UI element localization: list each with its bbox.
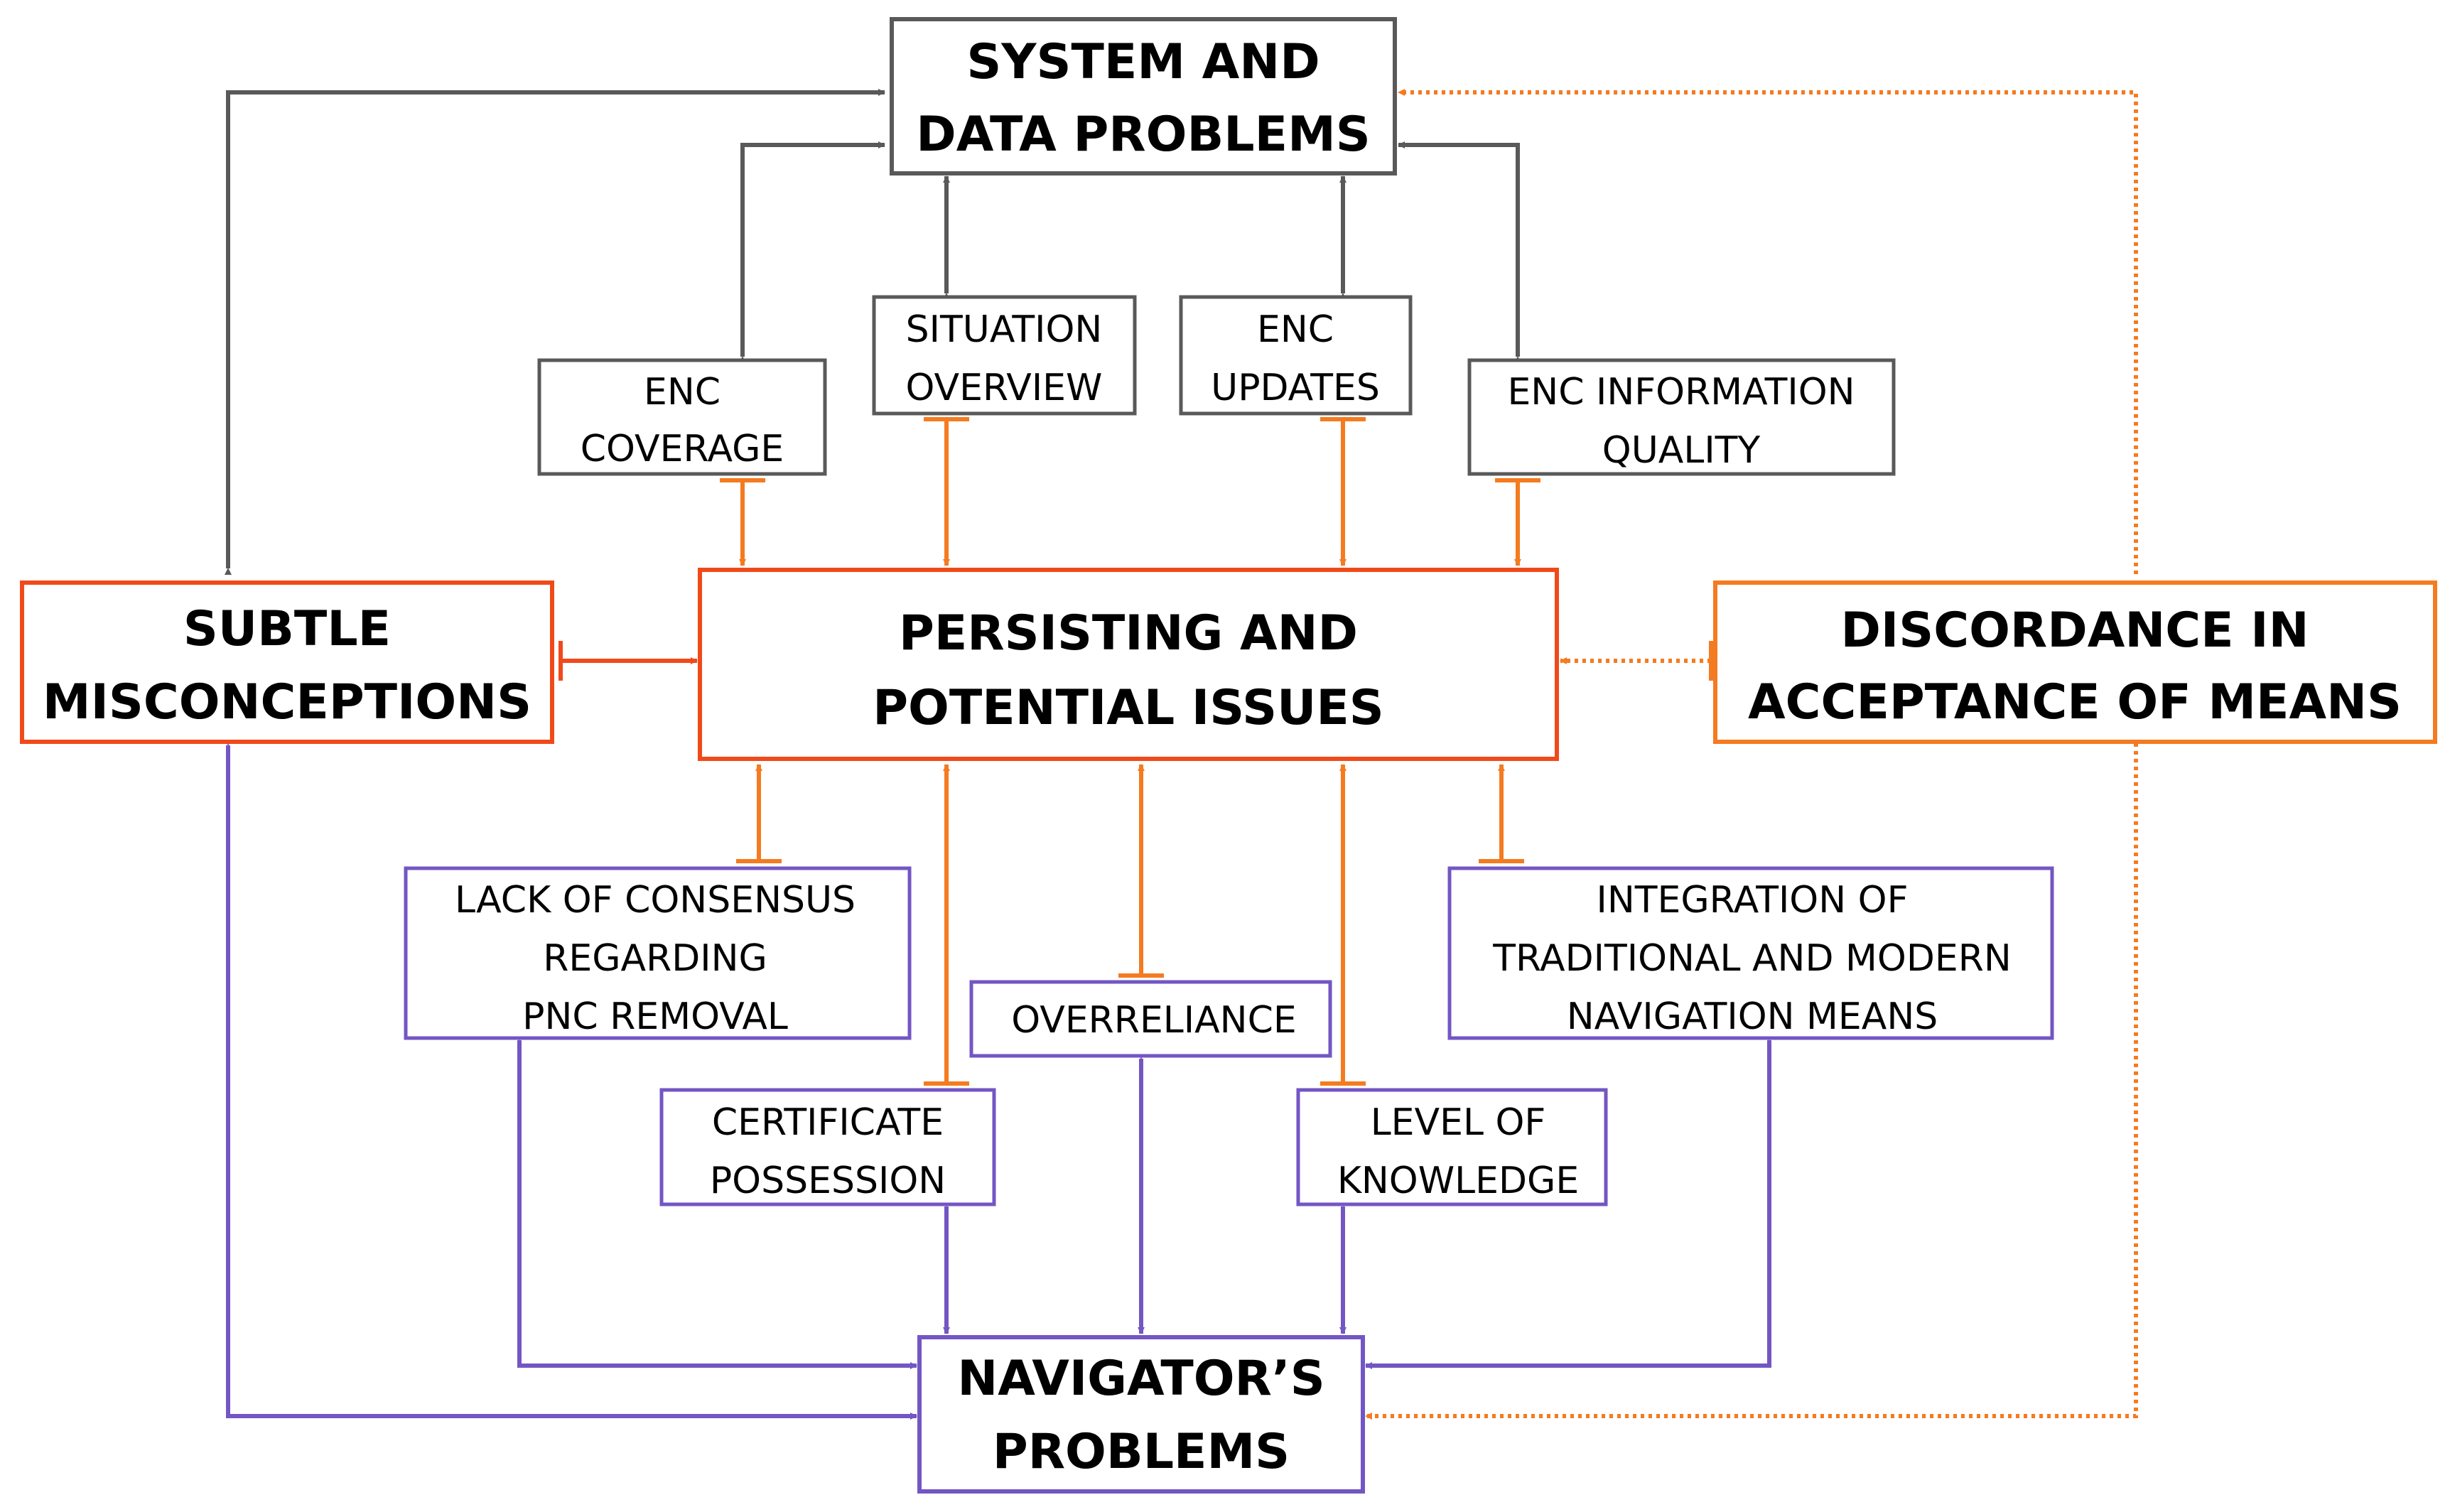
node-box: [1179, 295, 1413, 416]
node-persisting-potential-issues: PERSISTING AND POTENTIAL ISSUES: [698, 568, 1559, 761]
node-label-line: OVERRELIANCE: [1011, 999, 1297, 1042]
node-label-line: UPDATES: [1211, 367, 1380, 409]
node-box: [659, 1088, 996, 1206]
node-box: [404, 866, 912, 1040]
node-label-line: PNC REMOVAL: [522, 995, 788, 1038]
node-box: [1447, 866, 2054, 1040]
node-label-line: MISCONCEPTIONS: [43, 674, 531, 730]
node-lack-of-consensus: LACK OF CONSENSUS REGARDING PNC REMOVAL: [404, 866, 912, 1040]
node-label-line: QUALITY: [1602, 429, 1761, 472]
connector-discordance-system: [1398, 89, 2138, 574]
connector-integration-navigator: [1365, 1034, 1773, 1369]
node-box: [890, 17, 1397, 176]
node-label-line: DATA PROBLEMS: [916, 107, 1370, 163]
node-label-line: INTEGRATION OF: [1596, 879, 1908, 922]
node-label-line: PROBLEMS: [993, 1424, 1290, 1480]
node-label-line: COVERAGE: [581, 428, 784, 470]
node-enc-coverage: ENC COVERAGE: [537, 358, 827, 476]
node-system-data-problems: SYSTEM AND DATA PROBLEMS: [890, 17, 1397, 176]
node-label-line: NAVIGATOR’S: [957, 1351, 1324, 1407]
node-integration-means: INTEGRATION OF TRADITIONAL AND MODERN NA…: [1447, 866, 2054, 1040]
node-box: [537, 358, 827, 476]
node-label-line: NAVIGATION MEANS: [1567, 995, 1938, 1038]
node-box: [969, 980, 1332, 1058]
node-label-line: POSSESSION: [710, 1160, 946, 1202]
nodes: SYSTEM AND DATA PROBLEMS ENC COVERAGE SI…: [20, 17, 2437, 1494]
node-label-line: LACK OF CONSENSUS: [455, 879, 856, 922]
connector-quality-system: [1398, 141, 1521, 363]
node-discordance-acceptance-means: DISCORDANCE IN ACCEPTANCE OF MEANS: [1713, 580, 2437, 744]
node-label-line: CERTIFICATE: [712, 1101, 944, 1144]
node-box: [20, 580, 554, 744]
node-box: [1713, 580, 2437, 744]
node-label-line: ENC INFORMATION: [1507, 371, 1855, 414]
node-label-line: DISCORDANCE IN: [1840, 603, 2309, 659]
node-label-line: TRADITIONAL AND MODERN: [1492, 937, 2012, 980]
node-navigators-problems: NAVIGATOR’S PROBLEMS: [917, 1335, 1365, 1494]
node-label-line: LEVEL OF: [1371, 1101, 1546, 1144]
node-label-line: SYSTEM AND: [966, 34, 1320, 90]
connector-coverage-system: [739, 141, 885, 363]
node-label-line: POTENTIAL ISSUES: [873, 680, 1384, 736]
node-box: [872, 295, 1137, 416]
connector-subtle-system: [225, 89, 885, 575]
connectors: [225, 89, 2138, 1420]
node-label-line: PERSISTING AND: [899, 605, 1358, 662]
node-label-line: SITUATION: [906, 308, 1103, 351]
node-situation-overview: SITUATION OVERVIEW: [872, 295, 1137, 416]
connector-discordance-navigator: [1365, 743, 2138, 1420]
node-label-line: OVERVIEW: [906, 367, 1103, 409]
node-enc-updates: ENC UPDATES: [1179, 295, 1413, 416]
node-label-line: SUBTLE: [183, 601, 391, 657]
connector-consensus-navigator: [516, 1034, 917, 1369]
node-label-line: KNOWLEDGE: [1337, 1160, 1579, 1202]
node-label-line: REGARDING: [543, 937, 767, 980]
node-enc-information-quality: ENC INFORMATION QUALITY: [1467, 358, 1896, 476]
node-box: [917, 1335, 1365, 1494]
node-label-line: ACCEPTANCE OF MEANS: [1748, 674, 2402, 730]
connector-subtle-navigator: [225, 739, 917, 1420]
node-label-line: ENC: [644, 371, 721, 414]
node-label-line: ENC: [1257, 308, 1334, 351]
node-box: [698, 568, 1559, 761]
node-level-of-knowledge: LEVEL OF KNOWLEDGE: [1296, 1088, 1608, 1206]
node-subtle-misconceptions: SUBTLE MISCONCEPTIONS: [20, 580, 554, 744]
node-box: [1467, 358, 1896, 476]
node-box: [1296, 1088, 1608, 1206]
node-certificate-possession: CERTIFICATE POSSESSION: [659, 1088, 996, 1206]
node-overreliance: OVERRELIANCE: [969, 980, 1332, 1058]
